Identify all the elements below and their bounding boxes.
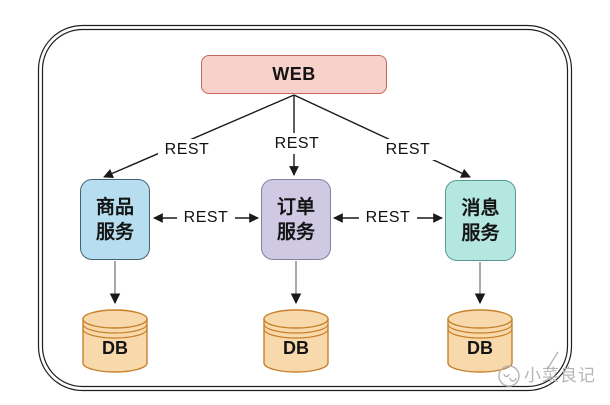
node-product-label-line2: 服务 (95, 221, 134, 243)
node-message-label-line1: 消息 (461, 197, 500, 219)
node-message-service: 消息 服务 (445, 180, 516, 261)
container-border-inner (41, 28, 569, 388)
db-order-label: DB (283, 338, 309, 358)
db-product-label: DB (102, 338, 128, 358)
watermark-logo-icon (498, 351, 559, 387)
node-product-service: 商品 服务 (80, 179, 150, 260)
db-cylinder-message (447, 309, 513, 373)
db-cylinder-order (263, 309, 329, 373)
container-border-outer (37, 24, 573, 392)
node-product-label-line1: 商品 (95, 196, 134, 218)
edge-label-product-order: REST (177, 207, 235, 228)
node-order-service: 订单 服务 (261, 179, 331, 260)
node-order-label-line2: 服务 (276, 221, 315, 243)
edge-label-order-message: REST (359, 207, 417, 228)
watermark-text: 小菜良记 (524, 366, 596, 385)
node-message-label-line2: 服务 (461, 222, 500, 244)
node-web: WEB (201, 55, 387, 94)
edge-label-web-order: REST (268, 133, 326, 154)
node-order-label-line1: 订单 (276, 196, 315, 218)
edge-web-product (103, 94, 295, 179)
db-cylinder-product (82, 309, 148, 373)
db-message-label: DB (467, 338, 493, 358)
edge-web-message (293, 94, 471, 178)
edge-label-web-product: REST (158, 139, 216, 160)
edge-label-web-message: REST (379, 139, 437, 160)
node-web-label: WEB (272, 64, 316, 84)
